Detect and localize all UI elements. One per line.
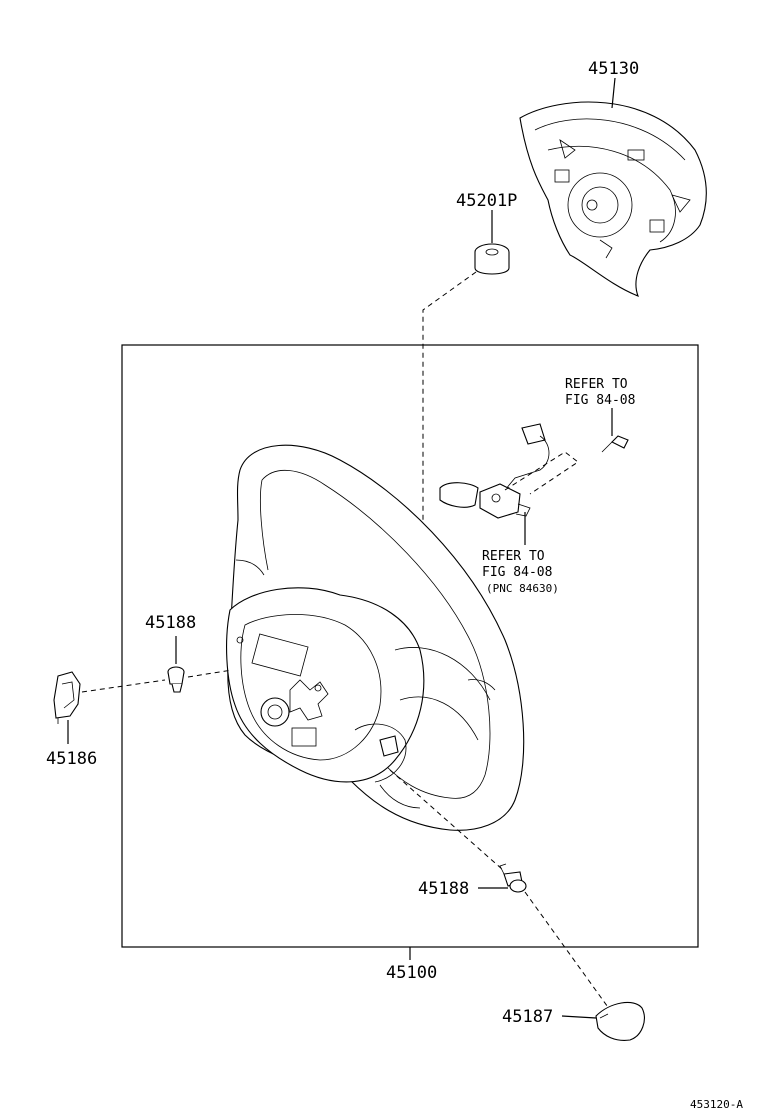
cover-lower-leader: [561, 1015, 597, 1019]
cover-lower-part-number: 45187: [502, 1007, 553, 1027]
ref-lower-line2: FIG 84-08: [482, 565, 552, 580]
screw-left-dashed-guide: [81, 669, 233, 693]
screw-left-drawing: [167, 666, 185, 693]
figure-code: 453120-A: [690, 1098, 743, 1111]
airbag-pad-part-number: 45130: [588, 59, 639, 79]
cover-lower-drawing: [595, 1001, 645, 1041]
ref-upper-line1: REFER TO: [565, 377, 628, 392]
screw-lower-drawing: [499, 863, 527, 893]
airbag-pad-leader: [611, 77, 616, 109]
lower-dashed-guide: [389, 769, 611, 1011]
ref-lower-line1: REFER TO: [482, 549, 545, 564]
screw-lower-part-number: 45188: [418, 879, 469, 899]
airbag-pad-drawing: [519, 101, 707, 297]
screw-left-part-number: 45188: [145, 613, 196, 633]
ref-upper-line2: FIG 84-08: [565, 393, 635, 408]
switch-harness-drawing: [439, 423, 629, 519]
ref-lower-line3: (PNC 84630): [486, 582, 559, 595]
nut-dashed-guide: [422, 271, 477, 535]
nut-part-number: 45201P: [456, 191, 517, 211]
wheel-assembly-part-number: 45100: [386, 963, 437, 983]
cover-left-part-number: 45186: [46, 749, 97, 769]
nut-drawing: [474, 243, 510, 275]
cover-left-drawing: [53, 671, 81, 724]
steering-wheel-drawing: [226, 444, 525, 831]
